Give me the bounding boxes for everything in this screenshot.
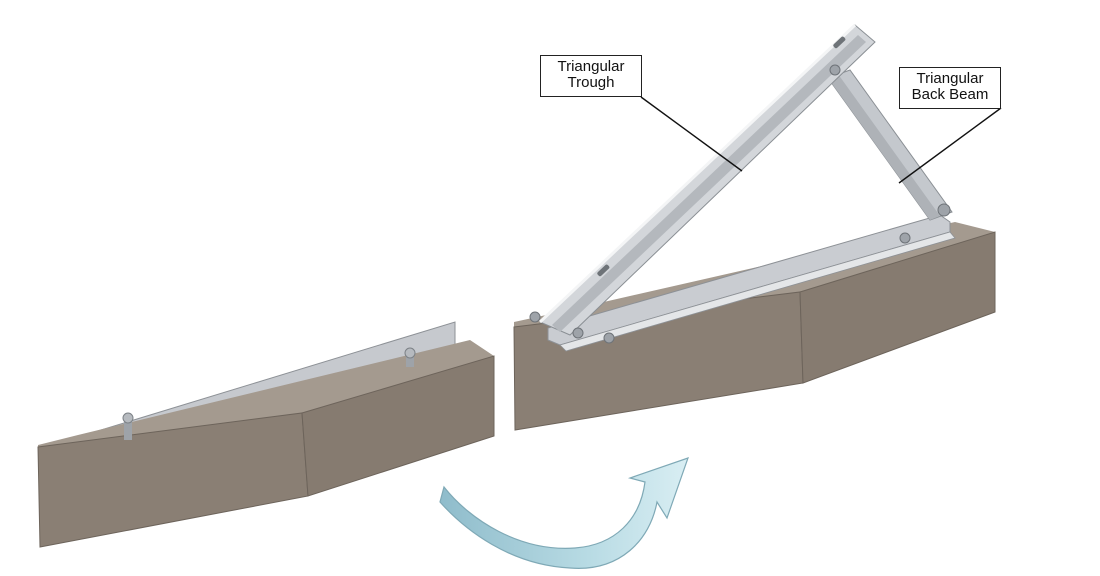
erected-bolt-left: [529, 311, 541, 323]
trough-slot-1: [833, 36, 846, 49]
folded-block-top: [38, 340, 494, 447]
trough-channel: [552, 35, 866, 332]
transition-arrow: [439, 457, 689, 569]
base-rail-lip: [559, 231, 956, 352]
folded-assembly: [37, 321, 495, 548]
erected-block-2-front: [799, 231, 996, 384]
erected-bolt-mid-1: [572, 327, 584, 339]
erected-bolt-hinge: [937, 203, 951, 217]
trough-leader-line: [640, 96, 743, 172]
triangular-back-beam-label: Triangular Back Beam: [899, 67, 1001, 109]
back-beam-label-line1: Triangular: [916, 70, 984, 87]
erected-bolt-mid-2: [603, 332, 615, 344]
folded-block-1-front: [37, 412, 309, 548]
trough-label-line1: Triangular: [557, 58, 625, 75]
back-beam-side: [828, 74, 940, 220]
erected-bolt-right: [899, 232, 911, 244]
folded-bolt-2: [404, 347, 416, 367]
erected-bolt-top: [829, 64, 841, 76]
trough-label-line2: Trough: [567, 74, 615, 91]
erected-assembly: [513, 23, 996, 431]
triangular-trough-label: Triangular Trough: [540, 55, 642, 97]
folded-block-2-front: [301, 355, 495, 497]
folded-bolt-1: [122, 412, 134, 440]
trough-edge: [538, 23, 857, 324]
back-beam-leader-line: [898, 107, 1002, 184]
back-beam-label-line2: Back Beam: [911, 86, 989, 103]
trough-slot-2: [597, 264, 610, 277]
